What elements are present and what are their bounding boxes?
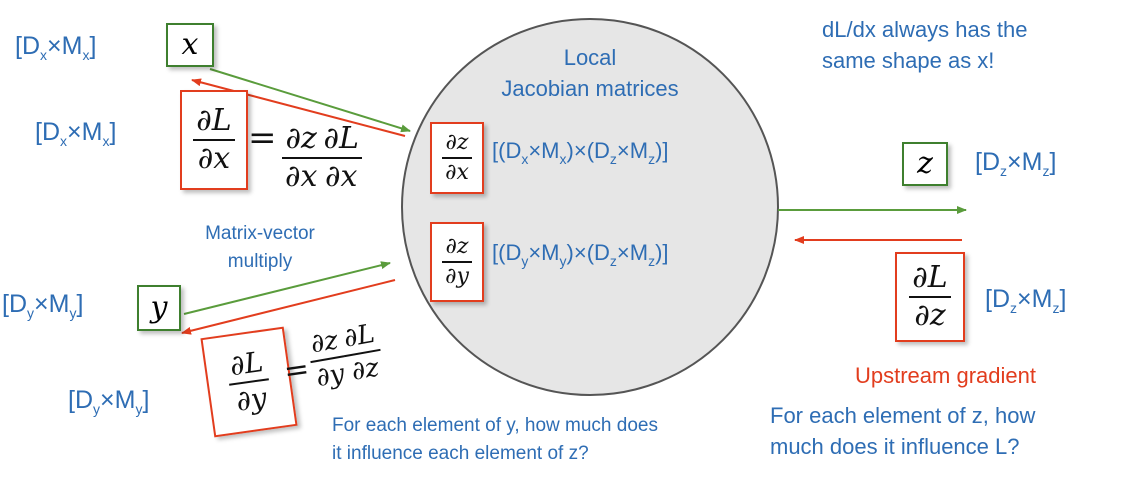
forward-arrow-y bbox=[183, 261, 391, 315]
z-influence-note: For each element of z, how much does it … bbox=[770, 400, 1035, 462]
grad-y-box: ∂L∂y bbox=[200, 326, 298, 438]
matrix-vector-line2: multiply bbox=[227, 251, 293, 272]
matrix-vector-note: Matrix-vector multiply bbox=[180, 220, 340, 276]
grad-x-chain-rule: ∂z∂x∂L∂x bbox=[282, 124, 362, 192]
circle-title-line1: Local bbox=[563, 45, 617, 70]
var-x: x bbox=[181, 27, 199, 62]
backward-arrow-x bbox=[191, 78, 406, 137]
dim-x: [Dx×Mx] bbox=[15, 32, 97, 63]
jacobian-x-dim: [(Dx×Mx)×(Dz×Mz)] bbox=[492, 138, 669, 167]
local-function-circle bbox=[401, 18, 779, 396]
grad-z-box: ∂L∂z bbox=[895, 252, 965, 342]
grad-y-chain-rule: ∂z∂y∂L∂z bbox=[308, 318, 382, 394]
z-influence-line1: For each element of z, how bbox=[770, 403, 1036, 428]
dim-y: [Dy×My] bbox=[2, 290, 84, 321]
var-z-box: z bbox=[902, 142, 948, 186]
backward-arrow-y bbox=[181, 279, 396, 335]
upstream-gradient-label: Upstream gradient bbox=[855, 363, 1036, 388]
var-z: z bbox=[917, 146, 933, 181]
forward-arrow-x bbox=[209, 68, 411, 133]
shape-note-line1: dL/dx always has the bbox=[822, 17, 1028, 42]
shape-note-line2: same shape as x! bbox=[822, 48, 995, 73]
shape-note: dL/dx always has the same shape as x! bbox=[822, 14, 1027, 76]
dim-z: [Dz×Mz] bbox=[975, 148, 1057, 179]
grad-x-box: ∂L∂x bbox=[180, 90, 248, 190]
grad-y-equals: = bbox=[281, 351, 312, 390]
y-influence-line1: For each element of y, how much does bbox=[332, 415, 658, 436]
y-influence-note: For each element of y, how much does it … bbox=[332, 412, 658, 468]
circle-title-line2: Jacobian matrices bbox=[501, 76, 679, 101]
jacobian-dz-dx: ∂z∂x bbox=[430, 122, 484, 194]
var-y: y bbox=[150, 290, 168, 325]
dim-grad-x: [Dx×Mx] bbox=[35, 118, 117, 149]
z-influence-line2: much does it influence L? bbox=[770, 434, 1020, 459]
var-y-box: y bbox=[137, 285, 181, 331]
grad-x-equals: = bbox=[248, 118, 277, 158]
circle-title: Local Jacobian matrices bbox=[490, 42, 690, 104]
dim-grad-y: [Dy×My] bbox=[68, 386, 150, 417]
jacobian-dz-dy: ∂z∂y bbox=[430, 222, 484, 302]
y-influence-line2: it influence each element of z? bbox=[332, 443, 589, 464]
jacobian-y-dim: [(Dy×My)×(Dz×Mz)] bbox=[492, 240, 669, 269]
dim-grad-z: [Dz×Mz] bbox=[985, 285, 1067, 316]
matrix-vector-line1: Matrix-vector bbox=[205, 223, 315, 244]
var-x-box: x bbox=[166, 23, 214, 67]
